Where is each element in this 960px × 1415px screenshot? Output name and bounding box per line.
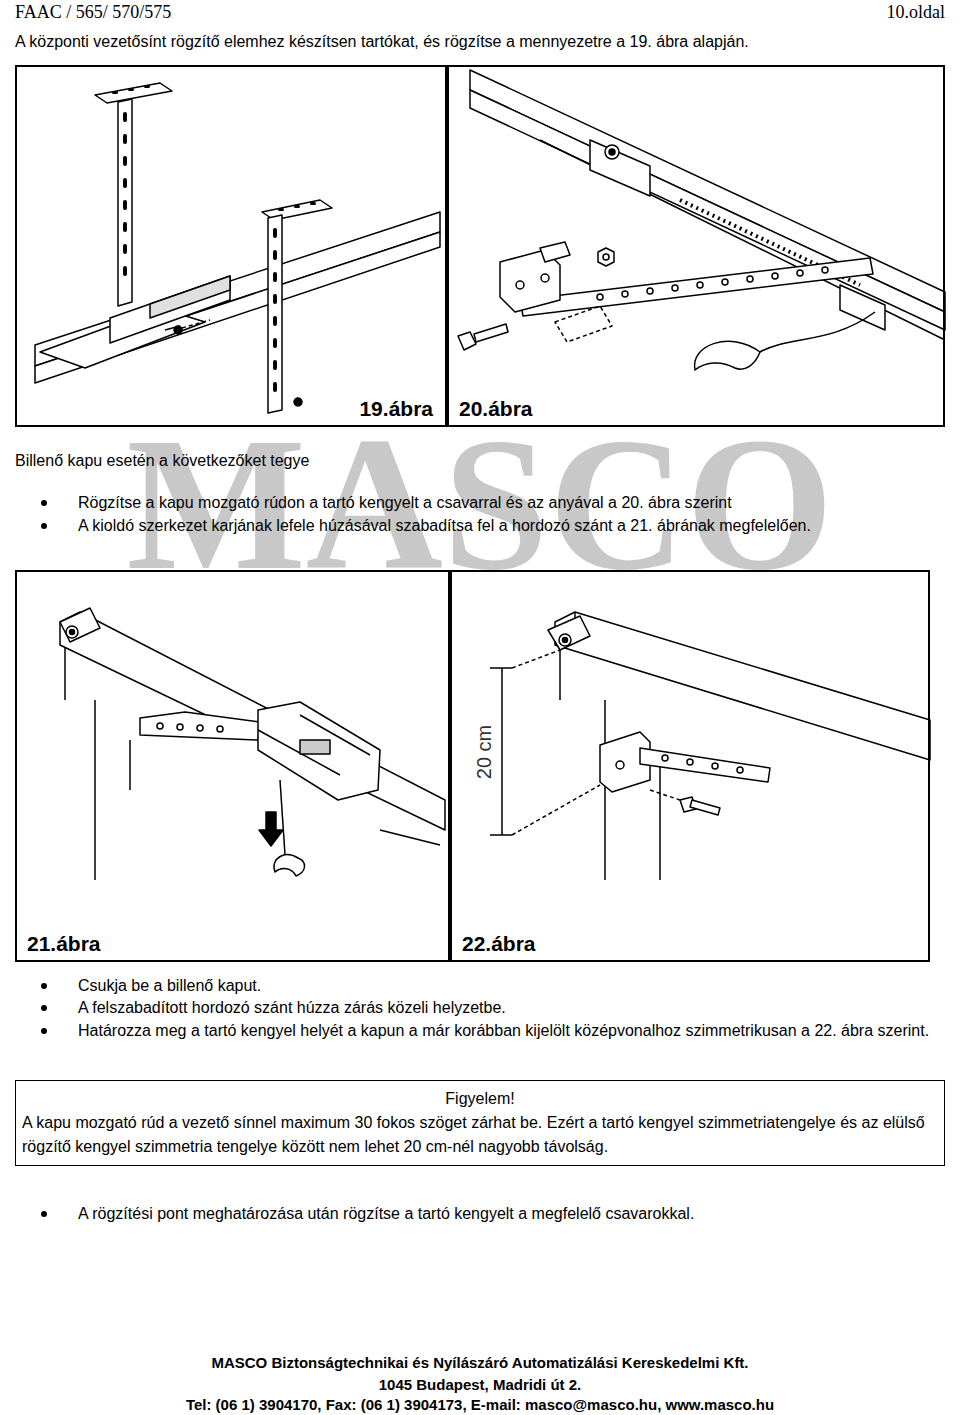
warning-box: Figyelem!A kapu mozgató rúd a vezető sín… xyxy=(15,1080,945,1166)
fig22-drawing xyxy=(490,612,930,880)
bullet-dot xyxy=(41,1005,47,1011)
dimension-label: 20 cm xyxy=(470,725,498,779)
footer-text: MASCO Biztonságtechnikai és Nyílászáró A… xyxy=(0,1352,960,1373)
bullet-dot xyxy=(41,1211,47,1217)
figure-panel: 22.ábra xyxy=(450,570,930,962)
figure-caption: 22.ábra xyxy=(460,932,538,956)
bullet-dot xyxy=(41,983,47,989)
warning-text: A kapu mozgató rúd a vezető sínnel maxim… xyxy=(22,1111,938,1159)
bullet-text: A felszabadított hordozó szánt húzza zár… xyxy=(78,997,945,1019)
figure-panel: 21.ábra xyxy=(15,570,450,962)
figure-panel: 20.ábra xyxy=(447,65,945,427)
fig19-drawing xyxy=(35,83,440,413)
fig20-drawing xyxy=(458,70,945,370)
bullet-dot xyxy=(41,500,47,506)
bullet-text: Csukja be a billenő kaput. xyxy=(78,975,945,997)
figure-caption: 20.ábra xyxy=(457,397,535,421)
bullet-text: Határozza meg a tartó kengyel helyét a k… xyxy=(78,1020,945,1042)
body-text: A központi vezetősínt rögzítő elemhez ké… xyxy=(15,31,945,53)
figure-caption: 19.ábra xyxy=(357,397,435,421)
footer-text: 1045 Budapest, Madridi út 2. xyxy=(0,1374,960,1395)
bullet-text: A rögzítési pont meghatározása után rögz… xyxy=(78,1203,945,1225)
warning-heading: Figyelem! xyxy=(22,1087,938,1111)
footer-text: Tel: (06 1) 3904170, Fax: (06 1) 3904173… xyxy=(0,1394,960,1415)
body-text: Billenő kapu esetén a következőket tegye xyxy=(15,450,945,472)
figure-caption: 21.ábra xyxy=(25,932,103,956)
bullet-text: Rögzítse a kapu mozgató rúdon a tartó ke… xyxy=(78,492,945,514)
fig21-drawing xyxy=(60,608,445,880)
page-header: FAAC / 565/ 570/575 xyxy=(15,0,515,25)
bullet-dot xyxy=(41,1028,47,1034)
page-number: 10.oldal xyxy=(800,0,945,25)
bullet-dot xyxy=(41,523,47,529)
bullet-text: A kioldó szerkezet karjának lefele húzás… xyxy=(78,515,945,537)
figure-panel: 19.ábra xyxy=(15,65,447,427)
